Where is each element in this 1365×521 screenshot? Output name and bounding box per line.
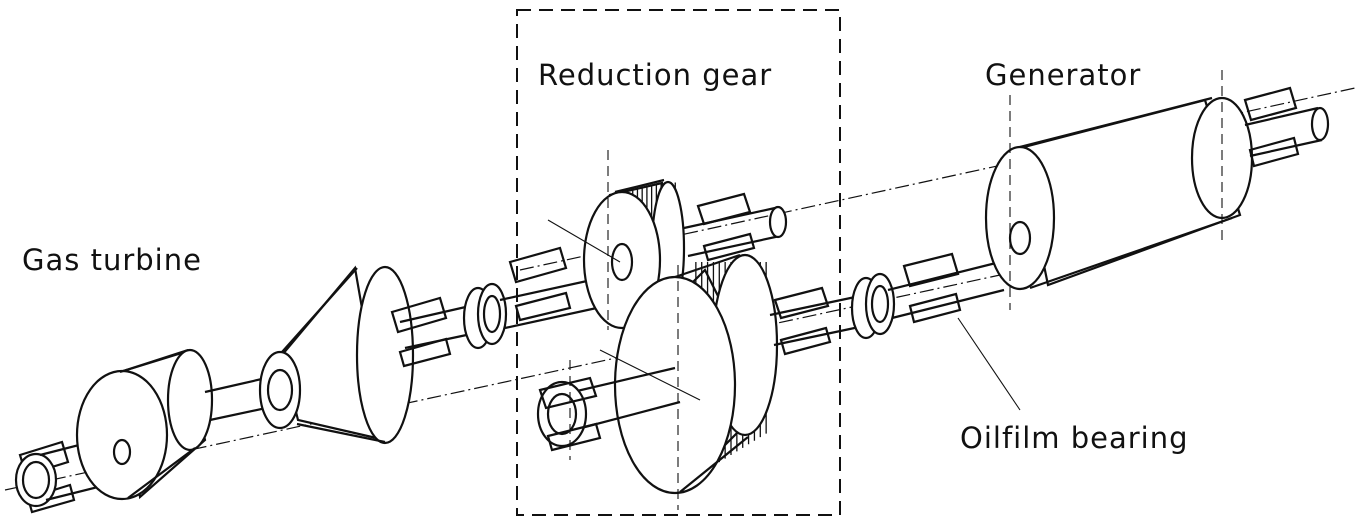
pinion-bearing-left xyxy=(508,246,572,322)
oilfilm-bearing xyxy=(902,252,962,324)
generator-shaft-right xyxy=(1244,106,1330,158)
turbine-rotor-1 xyxy=(75,348,214,501)
reduction-gear-boundary xyxy=(516,9,841,516)
generator-bearing-right xyxy=(1243,86,1300,168)
turbine-rotor-2 xyxy=(258,265,415,445)
pinion-shaft-right xyxy=(683,205,788,258)
bull-gear xyxy=(613,253,779,495)
bull-gear-bearing-left xyxy=(538,376,602,452)
oilfilm-bearing-leader xyxy=(957,317,1021,411)
pinion-bearing-right xyxy=(696,192,756,262)
turbine-shaft-right xyxy=(399,304,477,350)
upper-shaft-axis xyxy=(519,87,1356,271)
turbine-end-bearing xyxy=(14,440,76,514)
gas-turbine-label: Gas turbine xyxy=(22,243,202,277)
generator-label: Generator xyxy=(985,58,1141,92)
generator-shaft-left xyxy=(887,260,1005,320)
turbine-coupling xyxy=(462,282,508,350)
reduction-gear-label: Reduction gear xyxy=(538,58,772,92)
generator-body xyxy=(984,70,1254,310)
oilfilm-bearing-label: Oilfilm bearing xyxy=(960,421,1189,455)
bull-gear-shaft-right xyxy=(769,294,865,347)
gear-center-lines xyxy=(547,150,701,510)
generator-coupling xyxy=(850,272,896,340)
bull-gear-bearing-right xyxy=(773,286,832,356)
